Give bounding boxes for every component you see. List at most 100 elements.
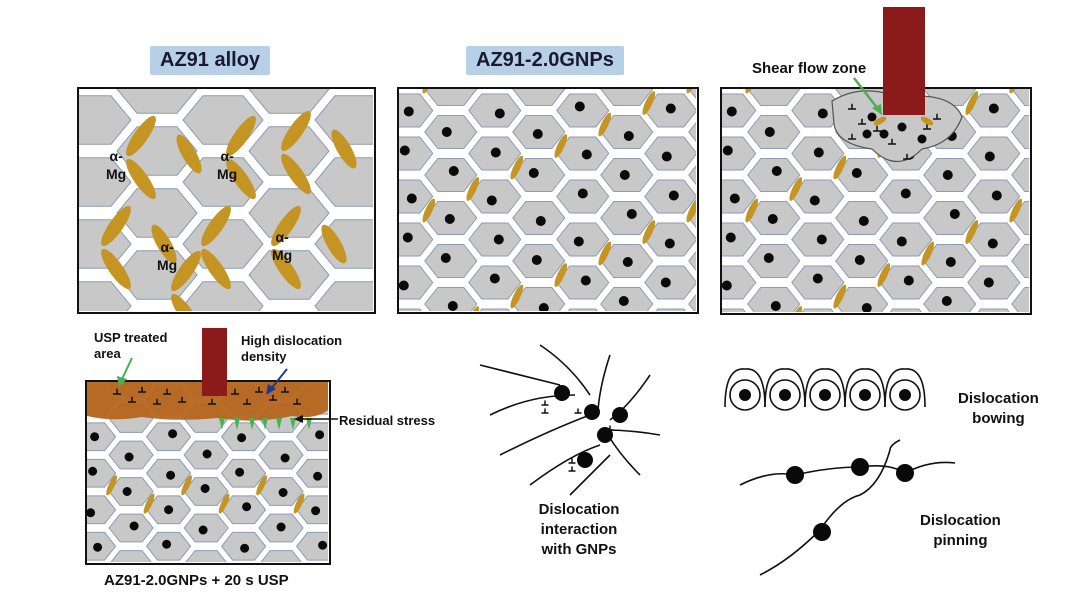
gnp-particle — [276, 522, 286, 532]
dislocation-symbol — [178, 396, 186, 403]
gnp-particle — [399, 280, 409, 291]
precipitate — [965, 91, 979, 115]
gnp-particle — [406, 193, 417, 204]
shear-microstructure-panel — [720, 87, 1032, 315]
precipitate — [833, 284, 847, 309]
gnp-particle — [531, 255, 542, 265]
dislocation-symbol — [293, 398, 301, 405]
grain — [1011, 115, 1029, 149]
gnp-particle — [494, 108, 505, 119]
bowing-loop — [889, 379, 921, 411]
grain — [1011, 287, 1029, 312]
gnp-particle — [945, 257, 956, 267]
gnp-particle — [900, 188, 911, 199]
gnp-particle — [983, 277, 994, 288]
gnp-particle — [862, 129, 872, 139]
shear-flow-label: Shear flow zone — [752, 60, 867, 77]
gnp-particle — [896, 464, 914, 482]
dislocation-symbol — [269, 394, 277, 401]
precipitate — [920, 116, 934, 126]
precipitate — [598, 112, 612, 137]
gnp-particle — [574, 101, 585, 112]
dislocation-symbol — [858, 118, 866, 125]
bowing-line — [884, 368, 926, 408]
gnp-particle — [538, 303, 549, 311]
dislocation-symbol — [574, 408, 582, 414]
precipitate — [466, 177, 480, 201]
grain — [295, 531, 328, 561]
grain — [923, 201, 977, 235]
precipitate — [181, 475, 192, 496]
gnp-particle — [619, 170, 630, 180]
panel-title-az91: AZ91 alloy — [150, 46, 271, 75]
gnp-particle — [739, 389, 751, 401]
precipitate — [642, 220, 656, 244]
grain — [688, 294, 696, 311]
grain — [399, 265, 434, 300]
bowing-line — [804, 368, 846, 408]
gnp-particle — [580, 275, 591, 286]
precipitate — [106, 475, 117, 496]
grain — [116, 89, 198, 114]
gnp-microstructure-panel — [397, 87, 699, 314]
gnp-particle — [164, 505, 174, 515]
grain — [722, 222, 757, 257]
dislocation-symbol — [113, 388, 121, 395]
grain — [722, 265, 757, 300]
gnp-particle — [722, 280, 732, 291]
grain — [600, 201, 654, 235]
precipitate — [176, 134, 202, 174]
dislocation-line — [529, 444, 601, 486]
tool-pin-usp — [202, 328, 227, 396]
dislocation-symbol — [541, 408, 549, 414]
grain — [688, 89, 696, 99]
pinning-line — [759, 439, 901, 576]
gnp-particle — [809, 195, 820, 206]
gnp-particle — [949, 209, 960, 219]
residual-stress-arrow — [234, 418, 240, 430]
residual-stress-arrow — [290, 418, 296, 430]
gnp-particle — [729, 193, 740, 204]
grain — [399, 136, 434, 171]
dislocation-symbol — [568, 458, 576, 464]
gnp-particle — [597, 427, 613, 443]
gnp-particle — [447, 301, 458, 311]
gnp-particle — [93, 542, 103, 552]
dislocation-mechanisms-sketch — [479, 344, 956, 576]
precipitate — [554, 263, 568, 287]
dislocation-symbol — [208, 398, 216, 405]
gnp-particle — [851, 458, 869, 476]
precipitate — [510, 155, 524, 180]
dislocation-symbol — [873, 125, 881, 132]
gnp-particle — [124, 452, 134, 462]
grain — [399, 308, 423, 311]
grain — [747, 158, 801, 192]
dislocation-line — [569, 454, 611, 496]
grain — [145, 422, 192, 452]
gnp-particle — [858, 216, 869, 226]
gnp-particle — [665, 103, 676, 114]
gnp-particle — [668, 190, 679, 201]
gnp-particle — [535, 216, 546, 226]
gnp-particle — [242, 502, 252, 512]
grain — [87, 458, 117, 488]
grain — [747, 287, 801, 312]
gnp-particle — [819, 389, 831, 401]
bowing-loop — [849, 379, 881, 411]
gnp-particle — [779, 389, 791, 401]
gnp-particle — [162, 539, 172, 549]
precipitate — [745, 198, 759, 223]
gnp-particle — [202, 449, 212, 459]
pinning-line — [739, 461, 956, 486]
dislocation-symbol — [153, 398, 161, 405]
precipitate — [143, 493, 155, 514]
gnp-particle — [988, 103, 999, 114]
gnp-particle — [280, 453, 290, 463]
dislocation-symbol — [888, 138, 896, 145]
grain — [87, 422, 117, 452]
grain — [722, 93, 757, 128]
gnp-particle — [448, 166, 459, 176]
